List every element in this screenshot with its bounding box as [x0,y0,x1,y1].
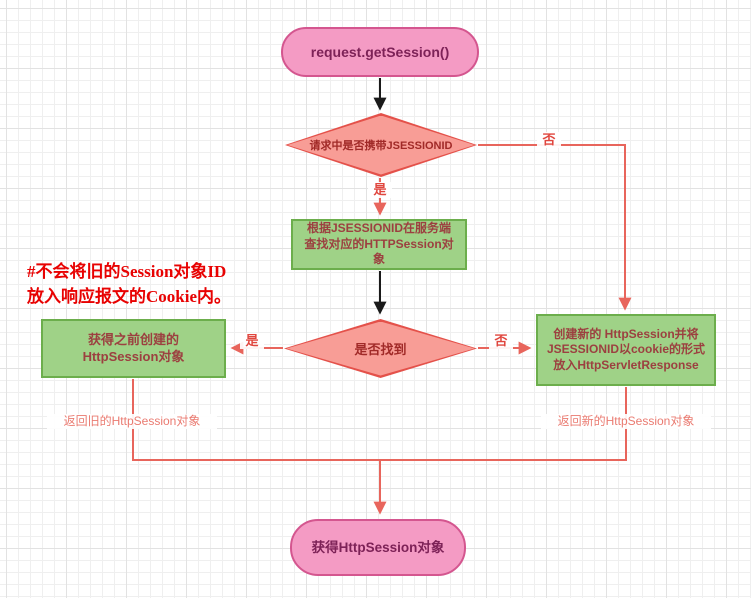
process-lookup-session: 根据JSESSIONID在服务端查找对应的HTTPSession对象 [291,219,467,270]
end-node: 获得HttpSession对象 [290,519,466,576]
edge-label-no-1: 否 [537,132,561,148]
process-create-new-session: 创建新的 HttpSession并将JSESSIONID以cookie的形式放入… [536,314,716,386]
process-get-old-session: 获得之前创建的HttpSession对象 [41,319,226,378]
return-old-label: 返回旧的HttpSession对象 [47,414,217,429]
annotation-note: #不会将旧的Session对象ID 放入响应报文的Cookie内。 [27,259,231,309]
start-node: request.getSession() [281,27,479,77]
decision-label: 是否找到 [354,342,407,357]
edge-decision1-no [478,144,632,311]
return-new-label: 返回新的HttpSession对象 [541,414,711,429]
annotation-line-2: 放入响应报文的Cookie内。 [27,287,231,306]
edge-label-yes-1: 是 [368,182,392,198]
annotation-line-1: #不会将旧的Session对象ID [27,262,227,281]
decision-found: 是否找到 [284,319,477,378]
decision-label: 请求中是否携带JSESSIONID [309,140,453,152]
edge-label-yes-2: 是 [240,333,264,349]
edge-label-no-2: 否 [489,333,513,349]
decision-has-jsessionid: 请求中是否携带JSESSIONID [285,113,477,177]
